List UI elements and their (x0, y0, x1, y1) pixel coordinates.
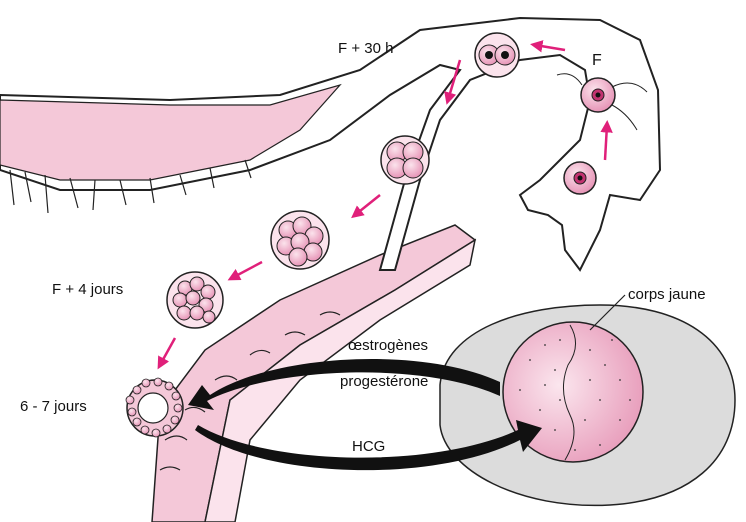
oocyte (564, 162, 596, 194)
four-cell-embryo (381, 136, 429, 184)
estrogens-label: œstrogènes (348, 337, 428, 354)
f30h-label: F + 30 h (338, 40, 393, 57)
eight-cell-embryo (271, 211, 329, 269)
corpus-luteum-label: corps jaune (628, 286, 706, 303)
f4days-label: F + 4 jours (52, 281, 123, 298)
progesterone-label: progestérone (340, 373, 428, 390)
two-cell-embryo (475, 33, 519, 77)
hcg-label: HCG (352, 438, 385, 455)
fertilization-label: F (592, 52, 602, 70)
blastocyst (126, 378, 183, 437)
days67-label: 6 - 7 jours (20, 398, 87, 415)
morula (167, 272, 223, 328)
fallopian-tube (0, 18, 660, 270)
